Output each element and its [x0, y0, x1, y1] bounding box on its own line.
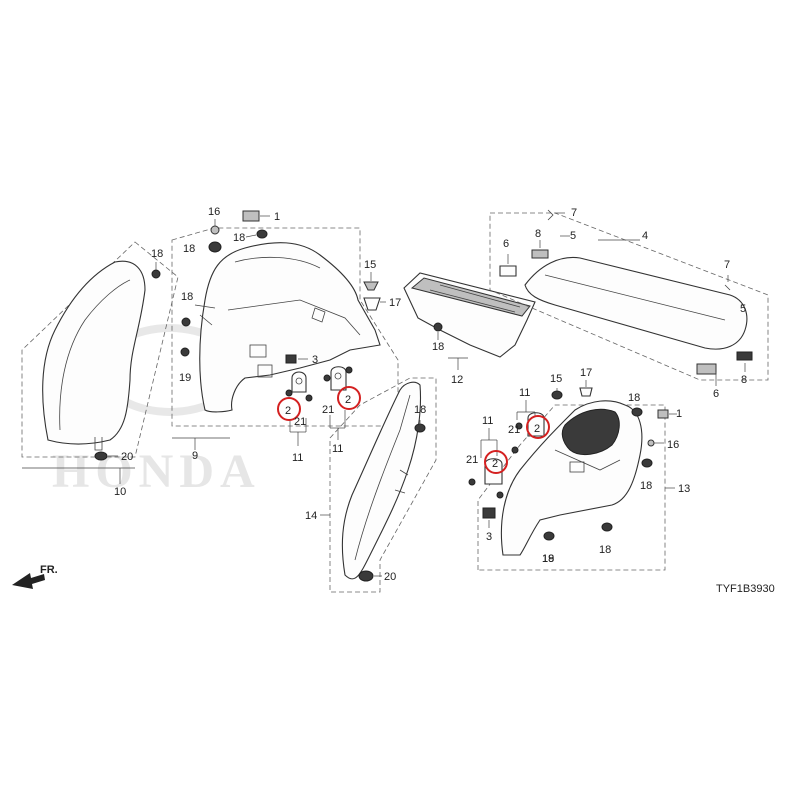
part-13-quarter-trim-right — [477, 380, 677, 571]
callout-7: 7 — [724, 259, 730, 271]
callout-labels: 1 1 2 2 2 2 3 3 4 5 5 6 6 7 7 8 8 9 10 1… — [114, 206, 747, 583]
part-16-clip — [210, 219, 220, 235]
callout-3: 3 — [486, 531, 492, 543]
callout-20: 20 — [384, 571, 396, 583]
part-15-17-fasteners — [363, 272, 386, 311]
callout-19: 19 — [542, 553, 554, 565]
front-label: FR. — [40, 564, 58, 576]
callout-8: 8 — [741, 374, 747, 386]
callout-18: 18 — [151, 248, 163, 260]
callout-2: 2 — [345, 394, 351, 406]
watermark-text: HONDA — [52, 445, 261, 498]
callout-2: 2 — [534, 423, 540, 435]
callout-11: 11 — [482, 415, 493, 427]
callout-5: 5 — [570, 230, 576, 242]
callout-18: 18 — [640, 480, 652, 492]
callout-18: 18 — [181, 291, 193, 303]
callout-13: 13 — [678, 483, 690, 495]
callout-20: 20 — [121, 451, 133, 463]
callout-15: 15 — [550, 373, 562, 385]
clip-icon — [180, 347, 190, 357]
callout-17: 17 — [580, 367, 592, 379]
callout-18: 18 — [542, 553, 554, 565]
part-2-hook-left-a — [285, 371, 313, 446]
clip-icon — [181, 317, 191, 327]
callout-3: 3 — [312, 354, 318, 366]
callout-21: 21 — [294, 416, 306, 428]
callout-9: 9 — [192, 450, 198, 462]
callout-4: 4 — [642, 230, 648, 242]
callout-18: 18 — [432, 341, 444, 353]
part-14-pillar-trim — [320, 377, 437, 593]
callout-17: 17 — [389, 297, 401, 309]
callout-21: 21 — [322, 404, 334, 416]
callout-8: 8 — [535, 228, 541, 240]
callout-2: 2 — [285, 405, 291, 417]
clip-icon — [94, 451, 108, 461]
part-12-sill-trim — [403, 272, 536, 370]
callout-6: 6 — [713, 388, 719, 400]
callout-5: 5 — [740, 303, 746, 315]
callout-11: 11 — [519, 387, 530, 399]
callout-12: 12 — [451, 374, 463, 386]
callout-18: 18 — [183, 243, 195, 255]
callout-21: 21 — [508, 424, 520, 436]
part-1-clip-top — [242, 210, 270, 222]
front-direction-arrow: FR. — [12, 564, 58, 589]
part-4-rear-shelf — [489, 209, 769, 386]
callout-19: 19 — [179, 372, 191, 384]
callout-11: 11 — [332, 443, 343, 455]
callout-21: 21 — [466, 454, 478, 466]
clip-icon — [433, 322, 443, 332]
callout-16: 16 — [667, 439, 679, 451]
callout-11: 11 — [292, 452, 303, 464]
highlight-circles — [277, 386, 550, 474]
fastener-group-left — [245, 229, 268, 239]
part-10-side-trim-panel — [21, 241, 179, 484]
callout-18: 18 — [628, 392, 640, 404]
part-3-clip-right — [482, 507, 496, 528]
part-2-hook-right-c — [468, 428, 504, 499]
callout-15: 15 — [364, 259, 376, 271]
callout-18: 18 — [414, 404, 426, 416]
part-3-clip-left — [285, 354, 308, 364]
part-2-hook-right-a — [323, 366, 353, 440]
callout-10: 10 — [114, 486, 126, 498]
callout-14: 14 — [305, 510, 317, 522]
clip-icon — [208, 241, 222, 253]
callout-16: 16 — [208, 206, 220, 218]
callout-18: 18 — [233, 232, 245, 244]
callout-18: 18 — [599, 544, 611, 556]
callout-1: 1 — [274, 211, 280, 223]
callout-7: 7 — [571, 207, 577, 219]
callout-1: 1 — [676, 408, 682, 420]
diagram-code: TYF1B3930 — [716, 583, 775, 595]
callout-2: 2 — [492, 458, 498, 470]
callout-6: 6 — [503, 238, 509, 250]
part-9-quarter-trim — [171, 227, 399, 450]
clip-icon — [151, 269, 161, 279]
